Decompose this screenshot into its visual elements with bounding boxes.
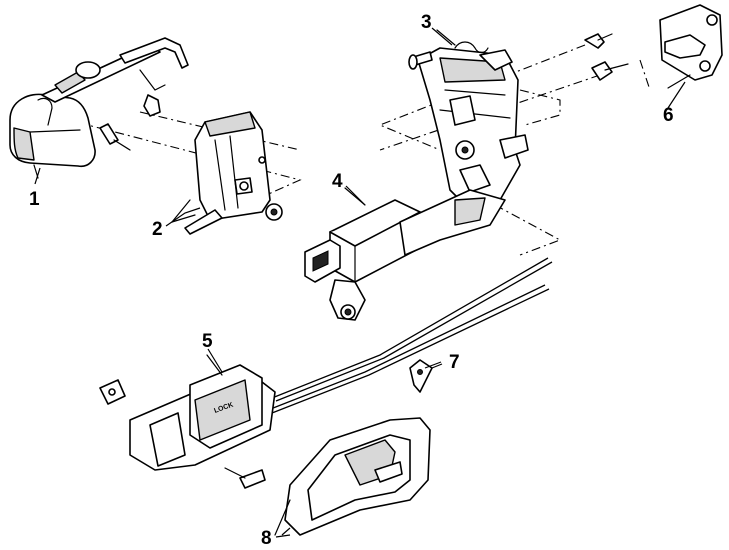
callout-6: 6 [663, 105, 674, 126]
inside-handle [274, 417, 431, 536]
callout-labels: 1 2 3 4 5 7 6 8 [29, 12, 674, 549]
striker [584, 4, 723, 89]
lock-control-unit: LOCK [99, 354, 276, 489]
callout-8: 8 [261, 528, 272, 549]
callout-leaders [34, 27, 686, 538]
callout-5: 5 [202, 331, 213, 352]
callout-2: 2 [152, 219, 163, 240]
door-lock-latch [408, 29, 529, 211]
rod-clip [409, 359, 443, 393]
callout-7: 7 [449, 352, 460, 373]
connecting-rods [267, 257, 553, 414]
outside-handle [9, 37, 189, 179]
callout-4: 4 [332, 171, 343, 192]
callout-3: 3 [421, 12, 432, 33]
reinforcement-bracket [171, 111, 283, 235]
callout-1: 1 [29, 189, 40, 210]
door-lock-actuator [304, 187, 506, 321]
